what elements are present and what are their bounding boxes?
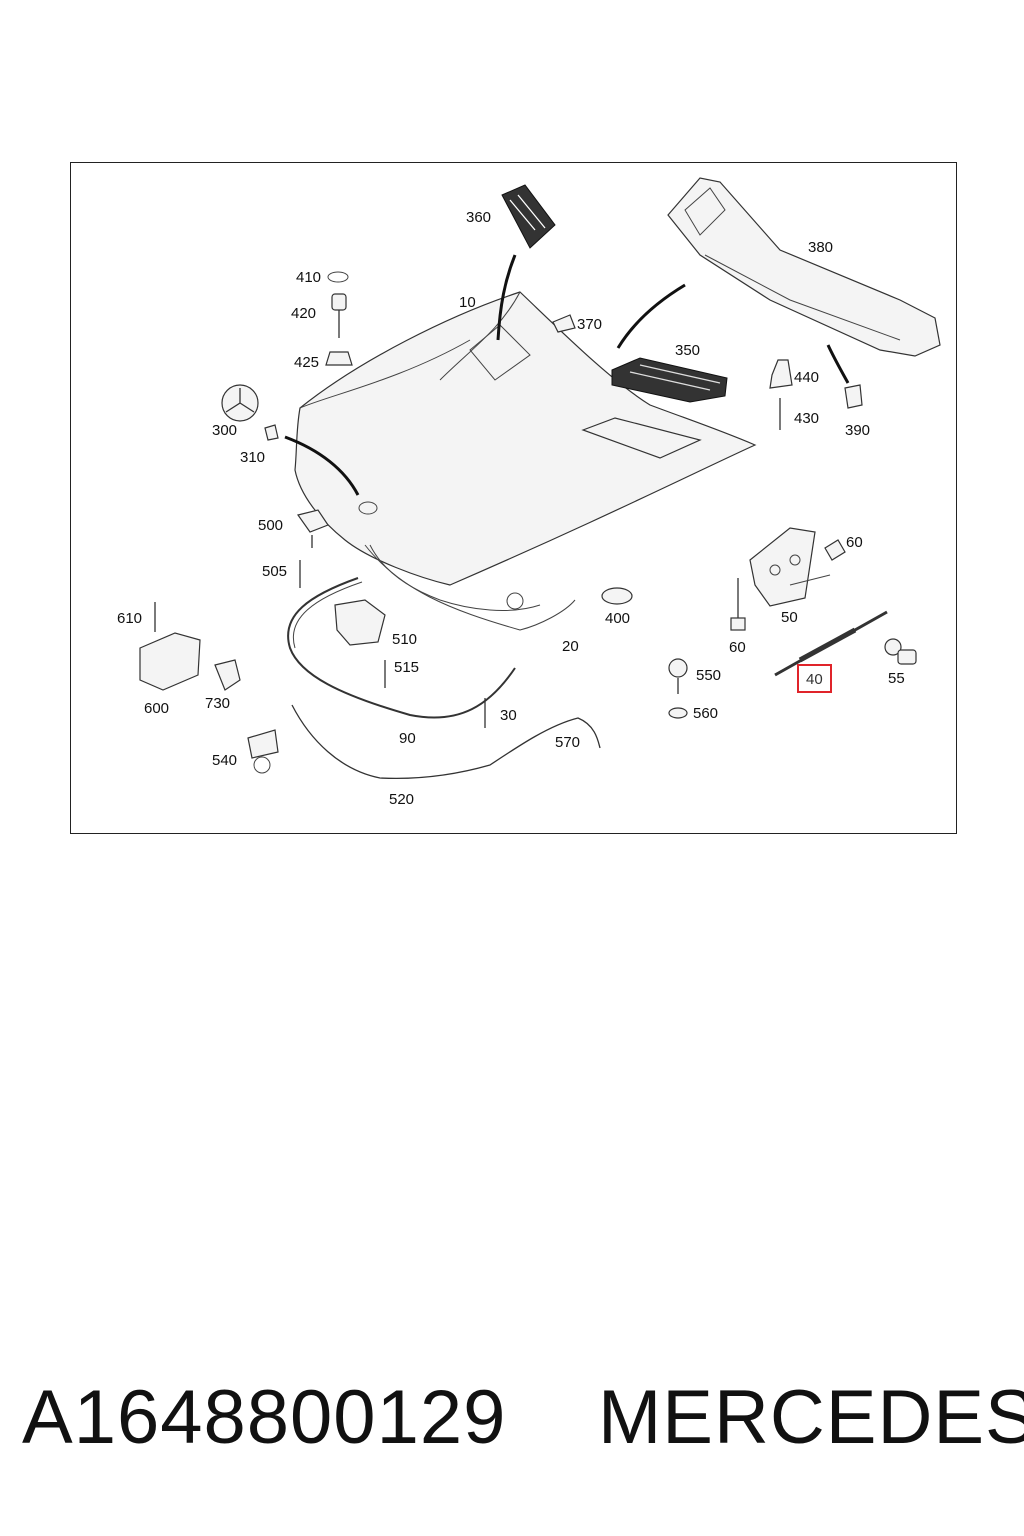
callout-60-bottom: 60 (729, 639, 746, 656)
callout-610: 610 (117, 610, 143, 627)
callout-370: 370 (577, 316, 603, 333)
callout-20: 20 (562, 638, 579, 655)
callout-420: 420 (291, 305, 317, 322)
part-40-gas-strut (774, 610, 888, 677)
part-380-cowl (667, 177, 941, 357)
callout-730: 730 (205, 695, 231, 712)
part-50-hinge (749, 527, 846, 607)
callout-380: 380 (808, 239, 834, 256)
callout-300: 300 (212, 422, 238, 439)
callout-500: 500 (258, 517, 284, 534)
callout-60-top: 60 (846, 534, 863, 551)
callout-310: 310 (240, 449, 266, 466)
brand-name: MERCEDES (598, 1375, 1024, 1460)
callout-560: 560 (693, 705, 719, 722)
callout-90: 90 (399, 730, 416, 747)
callout-425: 425 (294, 354, 320, 371)
callout-440: 440 (794, 369, 820, 386)
callout-10: 10 (459, 294, 476, 311)
callout-410: 410 (296, 269, 322, 286)
callout-400: 400 (605, 610, 631, 627)
callout-520: 520 (389, 791, 415, 808)
callout-570: 570 (555, 734, 581, 751)
callout-600: 600 (144, 700, 170, 717)
callout-30: 30 (500, 707, 517, 724)
part-number: A1648800129 (22, 1375, 507, 1460)
caption-bar: A1648800129 MERCEDES (0, 1370, 1024, 1470)
callout-390: 390 (845, 422, 871, 439)
callout-40-highlighted: 40 (797, 664, 832, 693)
part-360-grille (501, 184, 556, 249)
callout-550: 550 (696, 667, 722, 684)
callout-430: 430 (794, 410, 820, 427)
callout-360: 360 (466, 209, 492, 226)
part-350-grille (611, 357, 728, 403)
callout-510: 510 (392, 631, 418, 648)
callout-540: 540 (212, 752, 238, 769)
callout-515: 515 (394, 659, 420, 676)
callout-50: 50 (781, 609, 798, 626)
callout-505: 505 (262, 563, 288, 580)
callout-350: 350 (675, 342, 701, 359)
callout-55: 55 (888, 670, 905, 687)
